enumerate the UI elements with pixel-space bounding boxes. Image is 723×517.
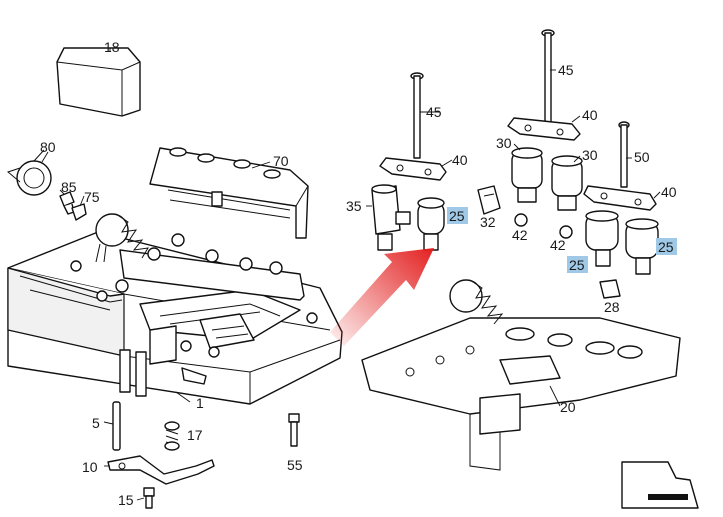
callout-40-top: 40 (582, 107, 598, 123)
part-20-valve-plate (361, 279, 681, 471)
callout-35: 35 (346, 198, 362, 214)
part-80-clip (6, 149, 52, 196)
callout-30-a: 30 (496, 135, 512, 151)
callout-40-right: 40 (661, 184, 677, 200)
part-42-nut-right (559, 225, 573, 239)
part-45-bolt-left (410, 72, 424, 159)
part-28-plug (599, 279, 621, 299)
part-15-bolt (143, 487, 155, 509)
part-1-valve-body (7, 213, 343, 405)
part-10-lever (107, 455, 215, 485)
callout-70: 70 (273, 153, 289, 169)
part-40-bracket-left (379, 157, 447, 181)
callout-42-right: 42 (550, 237, 566, 253)
part-55-bolt (288, 413, 300, 447)
callout-30-b: 30 (582, 147, 598, 163)
callout-75: 75 (84, 189, 100, 205)
highlight-label-boxes (447, 207, 677, 273)
part-25-solenoid-highlighted (417, 197, 445, 251)
part-17-spring (164, 421, 180, 451)
part-35-solenoid (371, 184, 411, 251)
callout-18: 18 (104, 39, 120, 55)
callout-40-left: 40 (452, 152, 468, 168)
callout-28: 28 (604, 299, 620, 315)
callout-25-highlighted: 25 (449, 208, 465, 224)
callout-labels: 18 80 85 75 70 1 5 17 10 15 55 45 40 35 … (40, 39, 677, 508)
part-85-plug (59, 191, 75, 215)
inset-thumbnail (621, 461, 699, 509)
callout-32: 32 (480, 214, 496, 230)
leader-lines (41, 48, 661, 501)
callout-85: 85 (61, 179, 77, 195)
part-40-bracket-top (507, 117, 581, 141)
callout-55: 55 (287, 457, 303, 473)
callout-25-b: 25 (569, 257, 585, 273)
callout-15: 15 (118, 492, 134, 508)
callout-17: 17 (187, 427, 203, 443)
callout-25-c: 25 (658, 239, 674, 255)
callout-1: 1 (196, 395, 204, 411)
callout-5: 5 (92, 415, 100, 431)
part-25-solenoid-b (585, 210, 619, 267)
callout-42-left: 42 (512, 227, 528, 243)
part-32-clip (477, 185, 501, 215)
part-45-bolt-right (541, 29, 555, 124)
part-30-solenoid-b (551, 155, 583, 211)
callout-50: 50 (634, 149, 650, 165)
callout-45-right: 45 (558, 62, 574, 78)
part-50-bolt (618, 121, 630, 188)
callout-80: 80 (40, 139, 56, 155)
part-25-solenoid-c (625, 218, 659, 275)
highlight-arrow (330, 248, 434, 346)
part-30-solenoid-a (511, 147, 543, 203)
callout-45-left: 45 (426, 104, 442, 120)
callout-10: 10 (82, 459, 98, 475)
part-18-cover (56, 47, 141, 117)
part-75-screw (71, 203, 87, 221)
callout-20: 20 (560, 399, 576, 415)
part-5-pin (112, 401, 121, 451)
part-70-housing (149, 147, 309, 239)
part-42-nut-left (514, 213, 528, 227)
part-40-bracket-right (583, 185, 657, 211)
